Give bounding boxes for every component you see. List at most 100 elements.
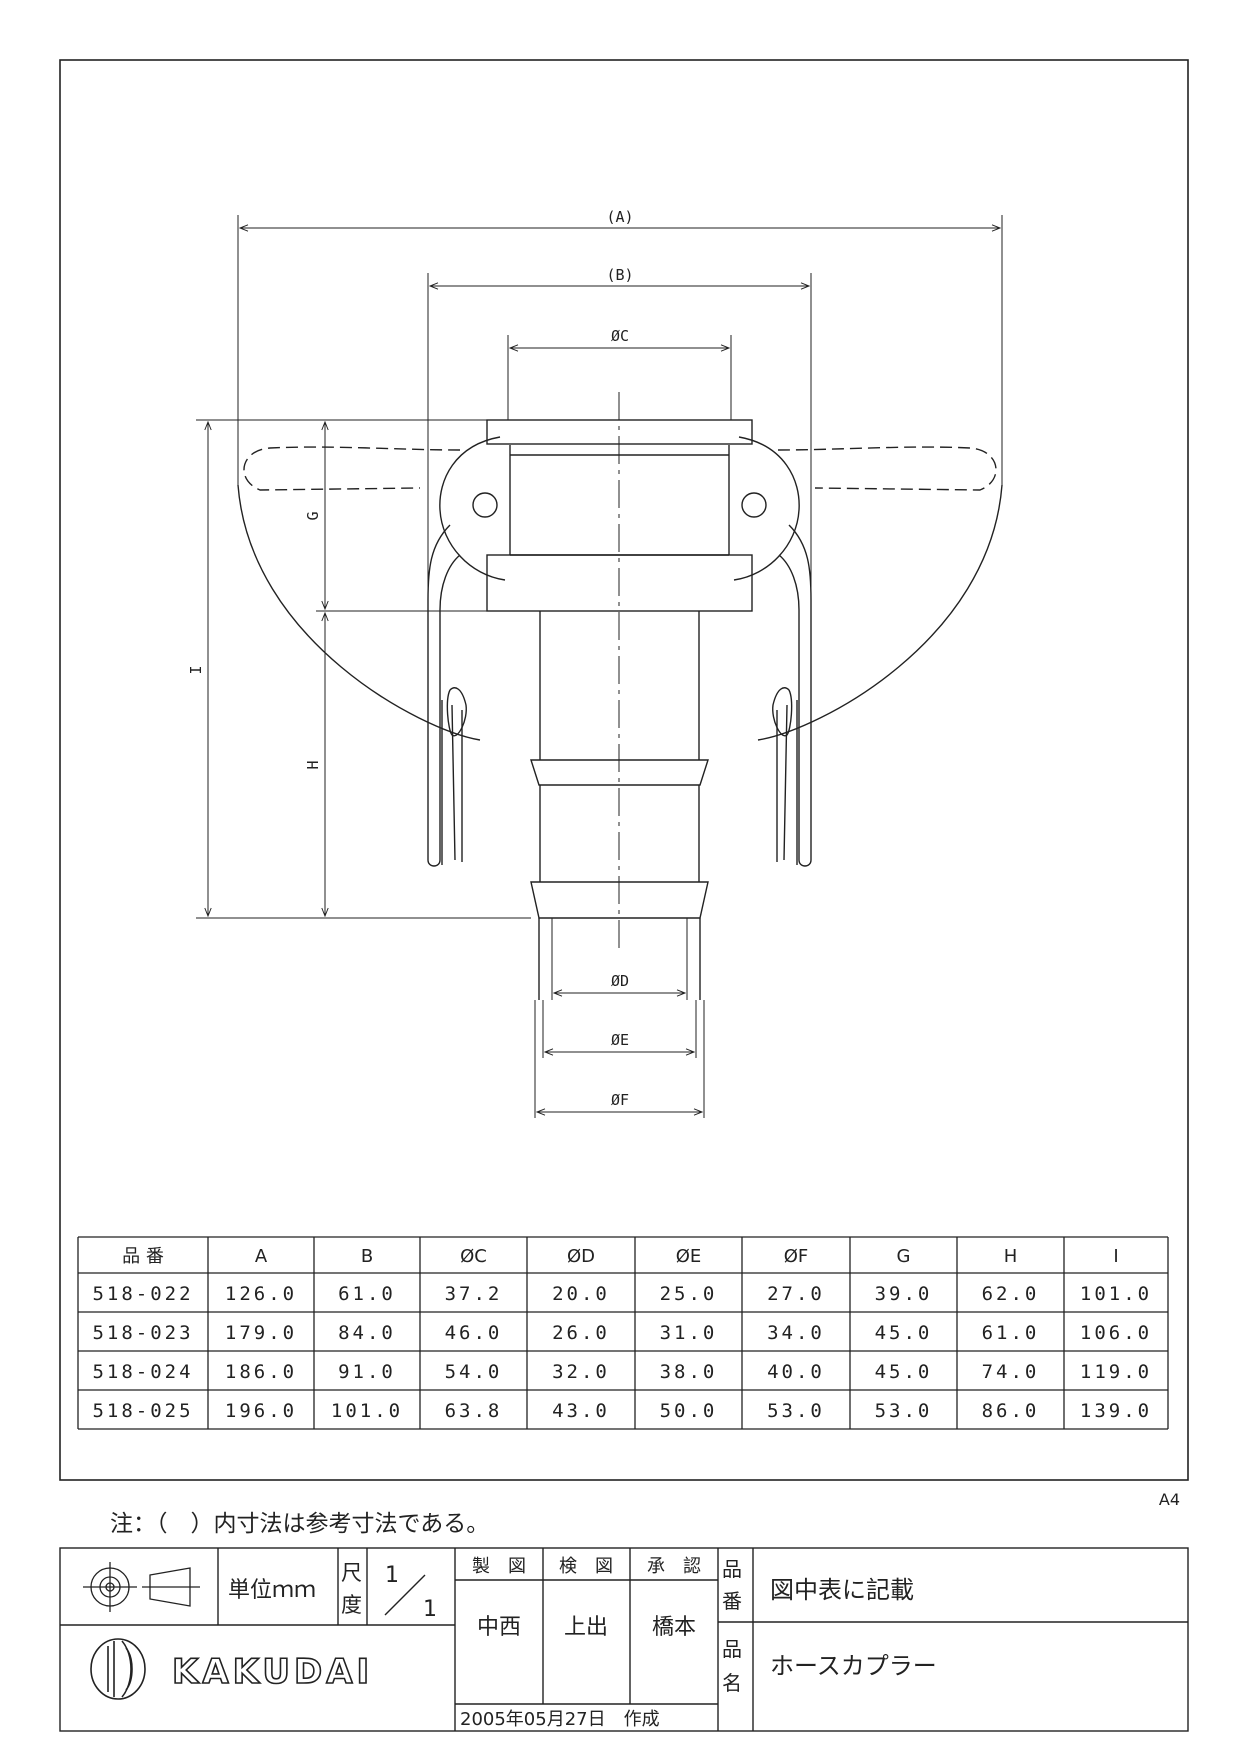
- table-header-cell: 品 番: [122, 1246, 164, 1267]
- table-cell: 43.0: [552, 1400, 610, 1422]
- cam-pin-right: [741, 492, 767, 518]
- table-header-cell: G: [897, 1246, 911, 1267]
- table-header-cell: ØD: [567, 1246, 595, 1267]
- table-cell: 34.0: [767, 1322, 825, 1344]
- table-cell: 26.0: [552, 1322, 610, 1344]
- table-cell: 27.0: [767, 1283, 825, 1305]
- table-cell: 61.0: [982, 1322, 1040, 1344]
- table-cell: 119.0: [1080, 1361, 1152, 1383]
- dimension-table: 品 番 A B ØC ØD ØE ØF G H I 518-022 126.0 61.0 37.2 20.0…: [77, 1236, 1169, 1430]
- part-name-label-1: 品: [722, 1637, 742, 1661]
- table-cell: 50.0: [660, 1400, 718, 1422]
- table-header-cell: I: [1113, 1246, 1118, 1267]
- table-cell: 62.0: [982, 1283, 1040, 1305]
- table-header-cell: ØF: [784, 1246, 809, 1267]
- date-created: 2005年05月27日 作成: [460, 1709, 660, 1730]
- title-block-text: 単位ｍｍ 尺 度 1 1 製 図 検 図 承 認 中西 上出 橋本 2005年0…: [228, 1556, 937, 1730]
- body-lower: [486, 554, 753, 612]
- table-cell: 38.0: [660, 1361, 718, 1383]
- checked-header: 検 図: [559, 1556, 613, 1577]
- table-header-cell: A: [255, 1246, 268, 1267]
- table-cell: 39.0: [875, 1283, 933, 1305]
- table-part-number: 518-025: [92, 1400, 193, 1422]
- table-cell: 63.8: [445, 1400, 503, 1422]
- table-header-cell: ØE: [676, 1246, 702, 1267]
- table-header-cell: B: [361, 1246, 373, 1267]
- dim-label-b: (B): [606, 266, 633, 284]
- dim-label-f: ØF: [611, 1091, 629, 1109]
- table-part-number: 518-023: [92, 1322, 193, 1344]
- lever-right: [778, 524, 812, 867]
- part-no-label-2: 番: [722, 1589, 742, 1613]
- table-cell: 74.0: [982, 1361, 1040, 1383]
- table-cell: 196.0: [225, 1400, 297, 1422]
- part-no-value: 図中表に記載: [770, 1576, 914, 1604]
- table-cell: 46.0: [445, 1322, 503, 1344]
- dimension-labels: (A) (B) ØC ØD ØE ØF G H I: [187, 208, 634, 1109]
- scale-numerator: 1: [385, 1563, 399, 1588]
- table-header-cell: H: [1004, 1246, 1018, 1267]
- table-cell: 20.0: [552, 1283, 610, 1305]
- barb-upper: [530, 759, 709, 786]
- table-cell: 179.0: [225, 1322, 297, 1344]
- projection-symbol-icon: [83, 1562, 200, 1612]
- table-cell: 139.0: [1080, 1400, 1152, 1422]
- cam-left: [439, 436, 506, 581]
- coupler-drawing: [237, 392, 1003, 1000]
- table-header-cell: ØC: [460, 1246, 487, 1267]
- paper-size: A4: [1159, 1490, 1180, 1509]
- dim-label-i: I: [187, 665, 205, 674]
- title-block: [59, 1547, 1189, 1732]
- table-cell: 126.0: [225, 1283, 297, 1305]
- lever-sweep-right: [777, 446, 997, 491]
- brand-name: KAKUDAI: [172, 1652, 373, 1692]
- part-name-value: ホースカプラー: [770, 1652, 937, 1680]
- table-cell: 53.0: [767, 1400, 825, 1422]
- table-cell: 45.0: [875, 1322, 933, 1344]
- table-cell: 45.0: [875, 1361, 933, 1383]
- table-cell: 32.0: [552, 1361, 610, 1383]
- table-cell: 86.0: [982, 1400, 1040, 1422]
- table-cell: 84.0: [338, 1322, 396, 1344]
- lever-arc: [237, 484, 1003, 741]
- dim-label-d: ØD: [611, 972, 629, 990]
- cam-pin-left: [472, 492, 498, 518]
- lever-left: [427, 524, 461, 867]
- body-top-band: [486, 419, 753, 445]
- dimension-lines: [196, 215, 1003, 1118]
- scale-denominator: 1: [423, 1597, 437, 1622]
- table-part-number: 518-022: [92, 1283, 193, 1305]
- table-cell: 61.0: [338, 1283, 396, 1305]
- kakudai-logo: KAKUDAI: [90, 1638, 373, 1700]
- dim-label-a: (A): [606, 208, 633, 226]
- table-cell: 106.0: [1080, 1322, 1152, 1344]
- kakudai-mark-icon: [90, 1638, 146, 1700]
- cam-right: [733, 436, 800, 581]
- scale-label-2: 度: [341, 1593, 362, 1617]
- table-cell: 53.0: [875, 1400, 933, 1422]
- table-cell: 91.0: [338, 1361, 396, 1383]
- dim-label-h: H: [304, 760, 322, 769]
- dim-label-g: G: [304, 511, 322, 520]
- table-cell: 37.2: [445, 1283, 503, 1305]
- lever-sweep-left: [243, 446, 461, 491]
- approved-by: 橋本: [652, 1615, 696, 1640]
- part-name-label-2: 名: [722, 1671, 742, 1695]
- approved-header: 承 認: [647, 1556, 701, 1577]
- scale-label-1: 尺: [341, 1561, 362, 1585]
- dim-label-c: ØC: [611, 327, 629, 345]
- table-cell: 54.0: [445, 1361, 503, 1383]
- part-no-label-1: 品: [722, 1557, 742, 1581]
- drawn-by: 中西: [477, 1615, 521, 1640]
- dim-label-e: ØE: [611, 1031, 629, 1049]
- unit-label: 単位ｍｍ: [228, 1578, 316, 1603]
- table-part-number: 518-024: [92, 1361, 193, 1383]
- drawn-header: 製 図: [472, 1556, 526, 1577]
- reference-note: 注：（ ）内寸法は参考寸法である。: [110, 1511, 489, 1537]
- sheet-border: [59, 59, 1189, 1481]
- checked-by: 上出: [564, 1615, 608, 1640]
- table-cell: 186.0: [225, 1361, 297, 1383]
- table-cell: 25.0: [660, 1283, 718, 1305]
- table-cell: 31.0: [660, 1322, 718, 1344]
